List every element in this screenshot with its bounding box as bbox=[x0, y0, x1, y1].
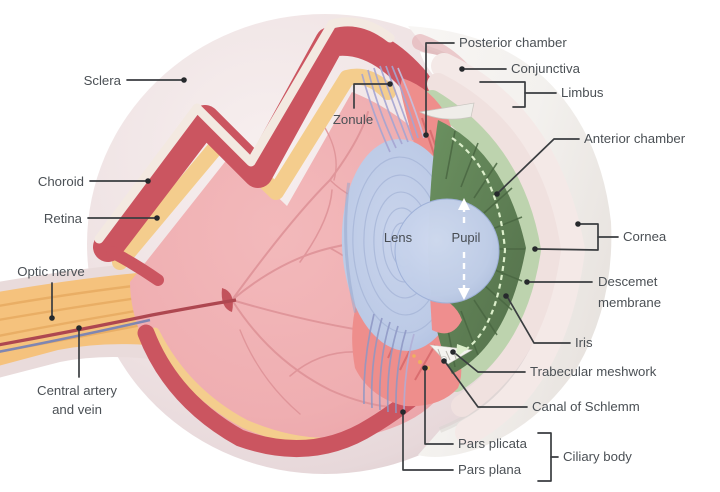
sclera-cut-edge bbox=[94, 17, 395, 244]
sclera-label: Sclera bbox=[84, 73, 122, 88]
label-conjunctiva: Conjunctiva bbox=[459, 61, 581, 76]
pupil-dome bbox=[394, 198, 500, 304]
label-iris: Iris bbox=[503, 293, 593, 350]
label-zonule: Zonule bbox=[333, 81, 393, 127]
label-descemet-membrane: Descemet membrane bbox=[524, 274, 661, 310]
aqueous-flow-arrow bbox=[451, 137, 507, 358]
iris-root-patch bbox=[430, 295, 462, 334]
anterior-chamber-label: Anterior chamber bbox=[584, 131, 686, 146]
posterior-chamber-label: Posterior chamber bbox=[459, 35, 567, 50]
label-central-artery-vein: Central artery and vein bbox=[37, 325, 117, 417]
cornea-label: Cornea bbox=[623, 229, 667, 244]
canal-of-schlemm-label: Canal of Schlemm bbox=[532, 399, 640, 414]
central-artery-label-line2: and vein bbox=[52, 402, 102, 417]
pupil-label: Pupil bbox=[452, 230, 481, 245]
anterior-chamber-band bbox=[422, 90, 542, 392]
iris-label: Iris bbox=[575, 335, 593, 350]
label-canal-of-schlemm: Canal of Schlemm bbox=[441, 358, 640, 414]
descemet-label-line2: membrane bbox=[598, 295, 661, 310]
eyeball: Lens Pupil bbox=[0, 14, 612, 474]
lens-edge-shade bbox=[344, 182, 357, 313]
lens-label: Lens bbox=[384, 230, 413, 245]
pupil-arrow bbox=[458, 198, 470, 300]
anterior-white-shell bbox=[408, 26, 612, 457]
label-pars-plana: Pars plana bbox=[400, 409, 522, 477]
label-posterior-chamber: Posterior chamber bbox=[423, 35, 567, 138]
optic-nerve-label: Optic nerve bbox=[17, 264, 84, 279]
label-limbus: Limbus bbox=[479, 81, 604, 108]
ciliary-body-label: Ciliary body bbox=[563, 449, 632, 464]
trabecular-meshwork-label: Trabecular meshwork bbox=[530, 364, 657, 379]
label-sclera: Sclera bbox=[84, 73, 187, 88]
pars-plicata-label: Pars plicata bbox=[458, 436, 528, 451]
descemet-label-line1: Descemet bbox=[598, 274, 658, 289]
label-pars-plicata: Pars plicata bbox=[422, 365, 528, 451]
zonule-label: Zonule bbox=[333, 112, 373, 127]
zonule-fibers-lower bbox=[363, 313, 415, 415]
retina-label: Retina bbox=[44, 211, 83, 226]
label-ciliary-body: Ciliary body bbox=[537, 432, 632, 482]
zonule-fibers-upper bbox=[361, 65, 425, 153]
label-trabecular-meshwork: Trabecular meshwork bbox=[450, 349, 657, 379]
label-anterior-chamber: Anterior chamber bbox=[494, 131, 686, 197]
central-artery-label-line1: Central artery bbox=[37, 383, 117, 398]
label-choroid: Choroid bbox=[38, 174, 151, 189]
label-cornea: Cornea bbox=[532, 221, 667, 252]
limbus-label: Limbus bbox=[561, 85, 604, 100]
iris-stripes bbox=[445, 130, 525, 368]
label-optic-nerve: Optic nerve bbox=[17, 264, 85, 321]
label-retina: Retina bbox=[44, 211, 160, 226]
callout-labels: Sclera Choroid Retina Optic nerve Centra… bbox=[17, 35, 686, 482]
pars-plana-label: Pars plana bbox=[458, 462, 522, 477]
central-vein bbox=[0, 318, 151, 353]
conjunctiva-label: Conjunctiva bbox=[511, 61, 581, 76]
choroid-label: Choroid bbox=[38, 174, 84, 189]
central-artery bbox=[0, 298, 237, 347]
